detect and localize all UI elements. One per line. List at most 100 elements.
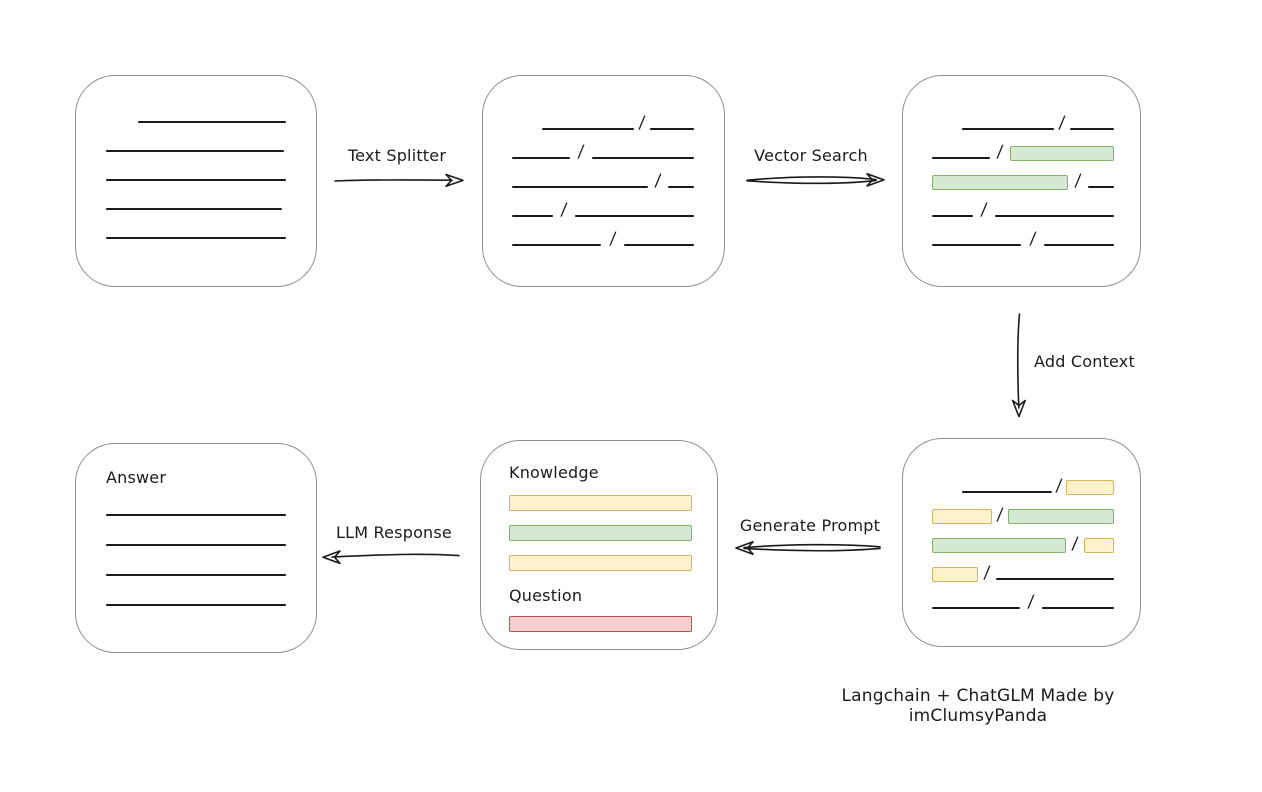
chunk-row: / (932, 171, 1114, 191)
slash-separator: / (1055, 476, 1063, 496)
chunk-highlight-green (932, 175, 1068, 190)
text-line (591, 157, 694, 159)
vector-search-arrow (746, 173, 885, 187)
text-line (106, 179, 286, 181)
text-line (512, 244, 601, 246)
text-line (667, 186, 694, 188)
llm-response-arrow (322, 550, 460, 565)
text-line (1043, 244, 1114, 246)
slash-separator: / (560, 200, 568, 220)
chunk-row: / (962, 476, 1114, 496)
text-line (106, 574, 286, 576)
slash-separator: / (1071, 534, 1079, 554)
slash-separator: / (983, 563, 991, 583)
text-line (1069, 128, 1114, 130)
matched-chunks-box: / / / / / (902, 75, 1141, 287)
answer-label: Answer (106, 468, 167, 487)
chunk-row: / (932, 534, 1114, 554)
chunk-highlight-yellow (1083, 538, 1114, 553)
text-line (932, 215, 973, 217)
chunk-row: / (932, 505, 1114, 525)
text-splitter-arrow (334, 173, 464, 188)
chunk-row: / (932, 229, 1114, 249)
knowledge-bars (509, 495, 717, 571)
text-line (106, 237, 286, 239)
knowledge-bar-yellow (509, 495, 692, 511)
chunk-row: / (932, 200, 1114, 220)
question-bar-red (509, 616, 692, 632)
knowledge-bar-yellow (509, 555, 692, 571)
chunk-highlight-yellow (932, 567, 978, 582)
credit-text: Langchain + ChatGLM Made by imClumsyPand… (841, 686, 1115, 726)
text-line (932, 244, 1021, 246)
generate-prompt-label: Generate Prompt (739, 516, 881, 535)
slash-separator: / (577, 142, 585, 162)
text-line (542, 128, 634, 130)
chunk-highlight-green (932, 538, 1066, 553)
llm-response-label: LLM Response (336, 523, 452, 542)
chunk-highlight-green (1007, 509, 1114, 524)
document-lines (76, 76, 316, 239)
chunk-row: / (542, 113, 694, 133)
add-context-arrow (1011, 313, 1026, 418)
chunk-row: / (512, 142, 694, 162)
slash-separator: / (996, 142, 1004, 162)
text-line (994, 215, 1114, 217)
slash-separator: / (654, 171, 662, 191)
add-context-label: Add Context (1034, 352, 1135, 371)
answer-content: Answer (76, 444, 316, 606)
text-line (512, 186, 648, 188)
slash-separator: / (980, 200, 988, 220)
text-line (512, 157, 570, 159)
chunk-row: / (932, 563, 1114, 583)
slash-separator: / (996, 505, 1004, 525)
answer-lines (106, 514, 316, 606)
chunk-row: / (962, 113, 1114, 133)
text-line (106, 208, 282, 210)
text-line (962, 491, 1052, 493)
question-label: Question (509, 586, 583, 605)
text-line (138, 121, 286, 123)
text-line (106, 604, 286, 606)
chunk-rows: / / / / / (483, 76, 724, 249)
text-line (932, 607, 1020, 609)
slash-separator: / (1058, 113, 1066, 133)
chunk-row: / (512, 229, 694, 249)
text-splitter-label: Text Splitter (347, 146, 447, 165)
chunk-row: / (932, 142, 1114, 162)
source-document-box (75, 75, 317, 287)
chunk-rows: / / / / / (903, 439, 1140, 612)
slash-separator: / (1074, 171, 1082, 191)
text-line (932, 157, 990, 159)
text-line (574, 215, 694, 217)
text-line (995, 578, 1114, 580)
question-bars (509, 616, 717, 632)
text-line (512, 215, 553, 217)
text-line (1087, 186, 1114, 188)
knowledge-label: Knowledge (509, 463, 599, 482)
text-line (1041, 607, 1114, 609)
chunk-highlight-yellow (1065, 480, 1114, 495)
text-line (649, 128, 694, 130)
prompt-content: Knowledge Question (481, 441, 717, 632)
vector-search-label: Vector Search (754, 146, 868, 165)
chunk-highlight-yellow (932, 509, 992, 524)
text-line (623, 244, 694, 246)
chunk-highlight-green (1009, 146, 1114, 161)
text-line (106, 514, 286, 516)
split-chunks-box: / / / / / (482, 75, 725, 287)
text-line (106, 150, 284, 152)
chunk-row: / (512, 171, 694, 191)
prompt-box: Knowledge Question (480, 440, 718, 650)
context-chunks-box: / / / / / (902, 438, 1141, 647)
slash-separator: / (608, 229, 617, 249)
slash-separator: / (1027, 592, 1035, 612)
knowledge-bar-green (509, 525, 692, 541)
answer-box: Answer (75, 443, 317, 653)
slash-separator: / (638, 113, 646, 133)
chunk-rows: / / / / / (903, 76, 1140, 249)
text-line (106, 544, 286, 546)
chunk-row: / (932, 592, 1114, 612)
chunk-row: / (512, 200, 694, 220)
